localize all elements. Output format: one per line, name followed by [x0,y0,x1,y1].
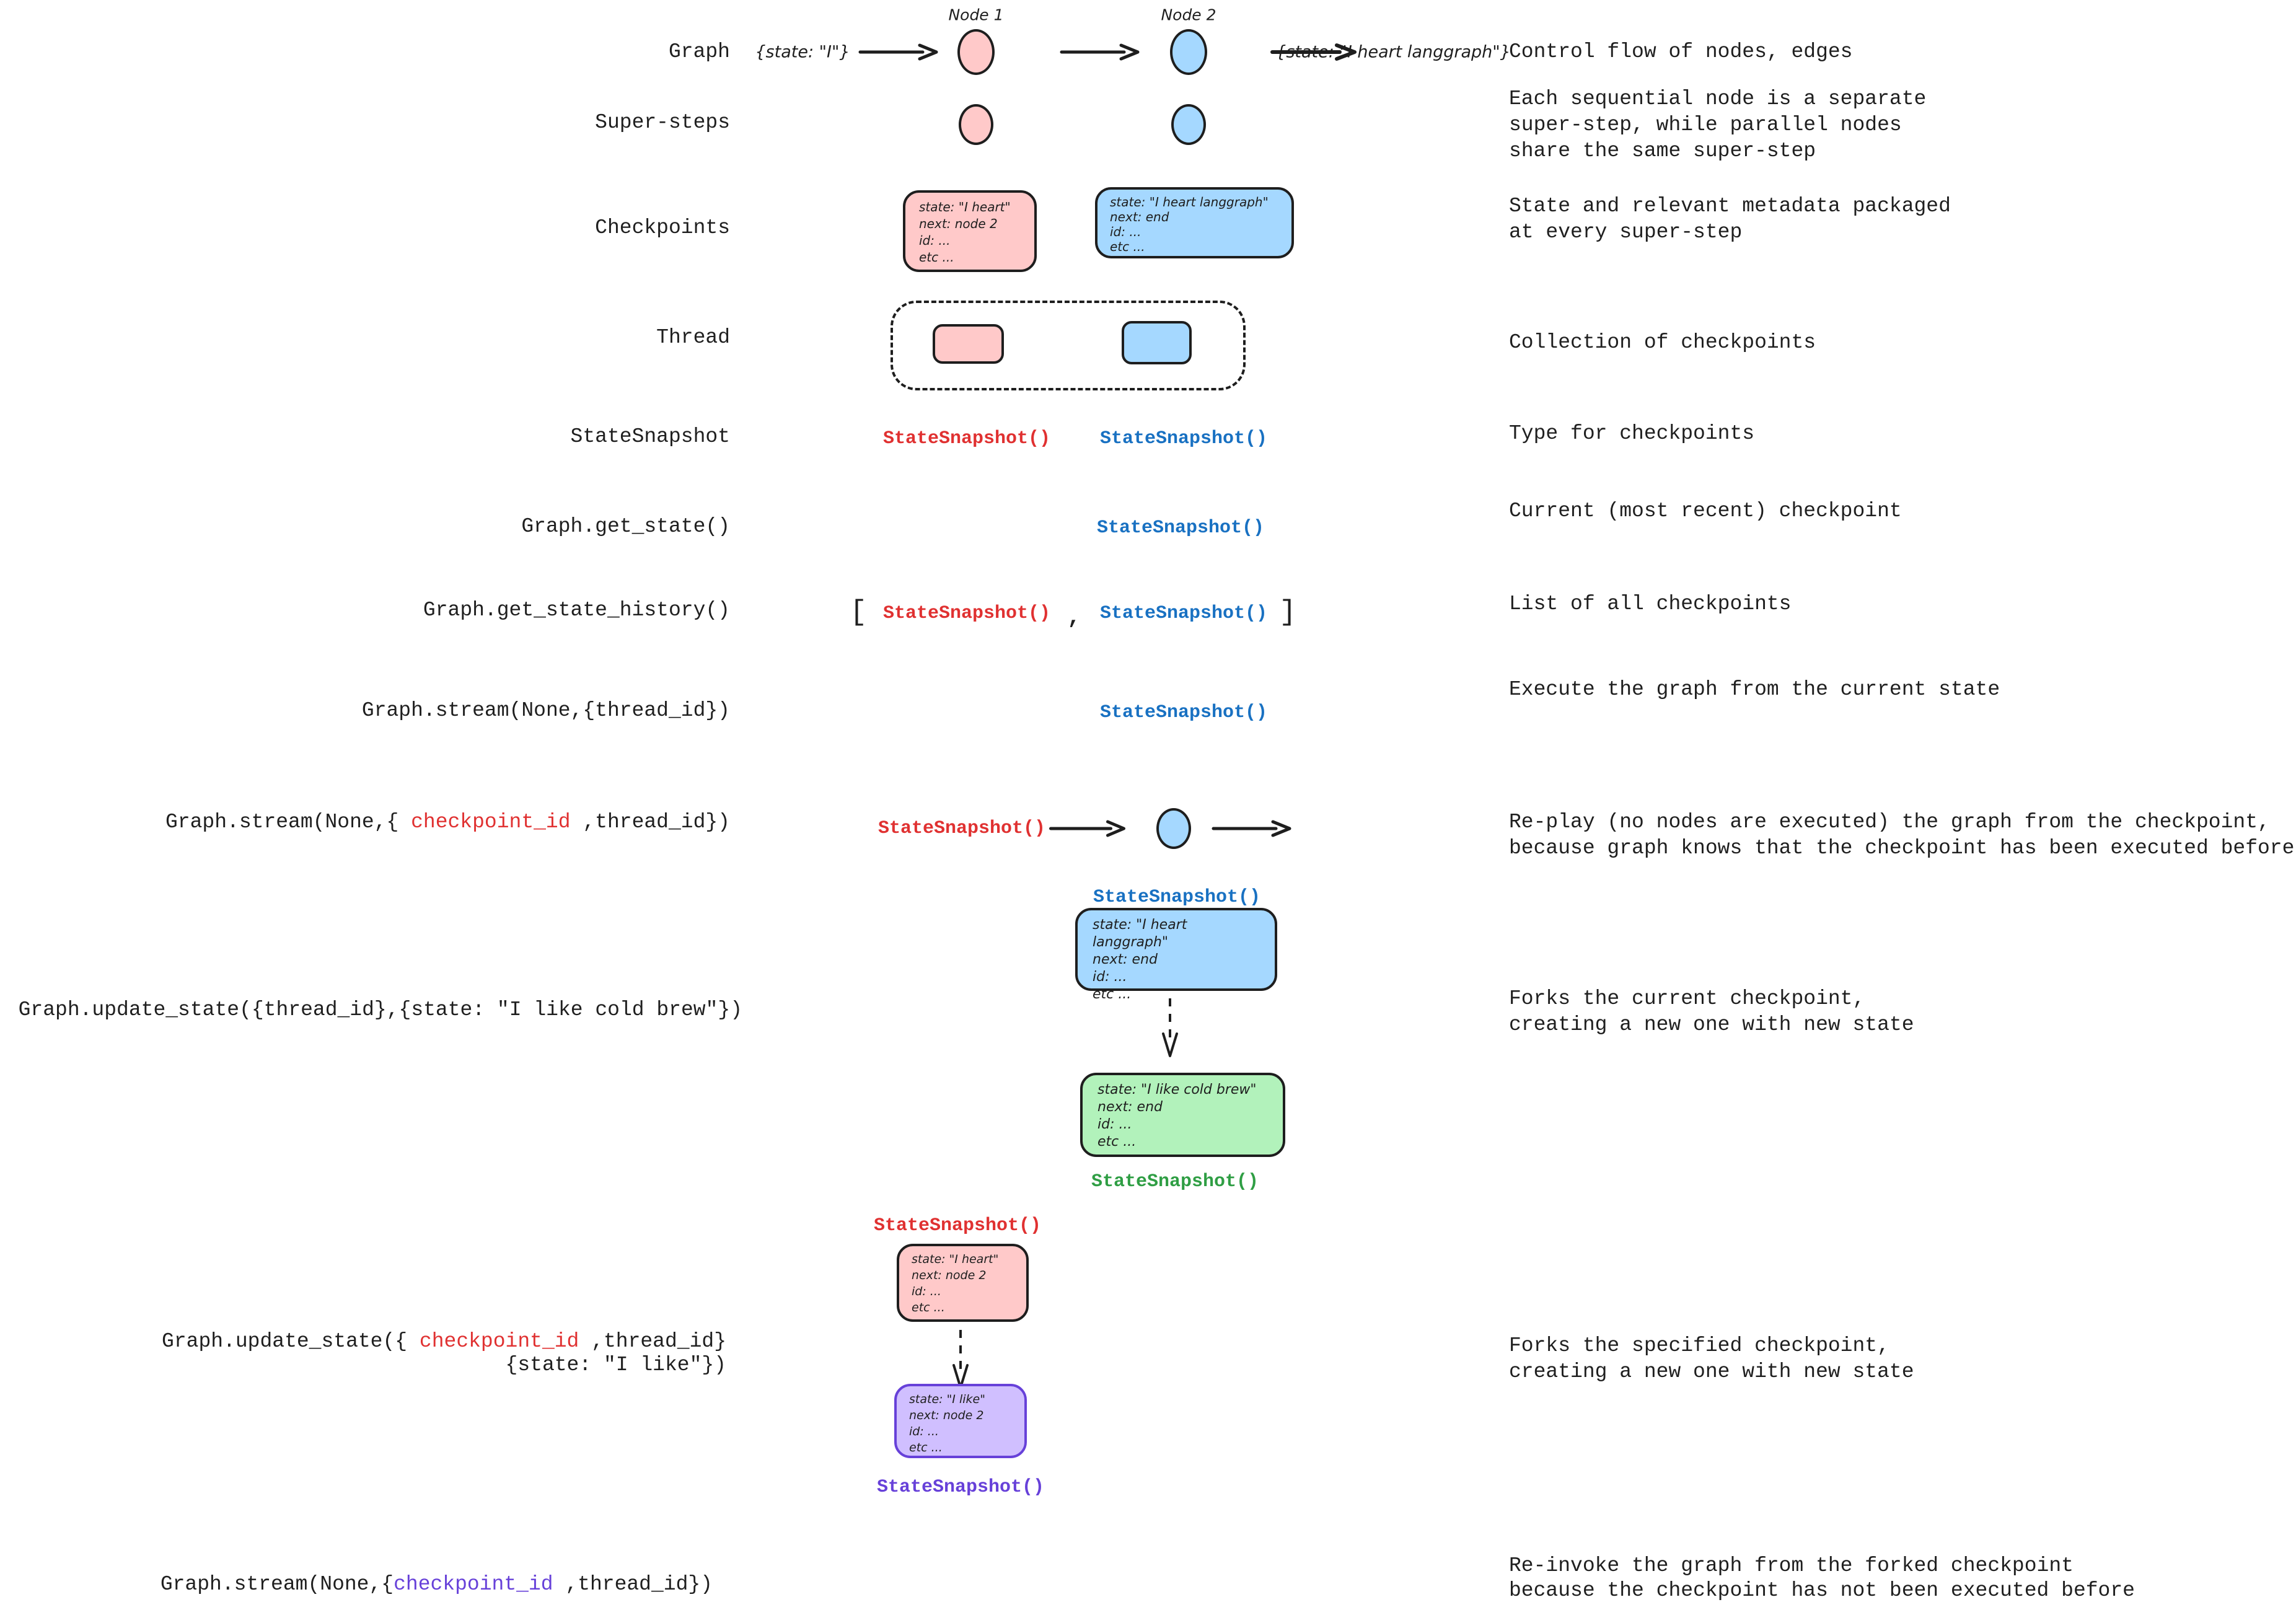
checkpoint-card-blue-text: state: "I heart langgraph" next: end id:… [1110,195,1269,254]
replay-snapshot-red: StateSnapshot() [877,818,1046,839]
graph-row-desc: Control flow of nodes, edges [1509,40,1853,63]
fork-current-desc: Forks the current checkpoint, creating a… [1509,987,1914,1036]
fork-current-label: Graph.update_state({thread_id},{state: "… [18,998,742,1021]
fork-specified-label-line2: {state: "I like"}) [505,1353,726,1376]
graph-row-label: Graph [668,40,730,63]
fork-specified-label-checkpoint-id: checkpoint_id [419,1330,579,1353]
replay-node-circle [1156,808,1191,849]
reinvoke-label-suffix: ,thread_id}) [553,1573,713,1596]
arrow-right-icon [1212,819,1292,838]
fork-specified-snapshot-red: StateSnapshot() [873,1215,1042,1236]
fork-specified-label: Graph.update_state({ checkpoint_id ,thre… [162,1330,726,1377]
fork-specified-label-suffix: ,thread_id} [579,1330,726,1353]
statesnapshot-label: StateSnapshot [570,425,730,448]
get-state-history-desc: List of all checkpoints [1509,592,1792,615]
get-state-snapshot-blue: StateSnapshot() [1096,517,1265,539]
statesnapshot-blue: StateSnapshot() [1099,428,1268,449]
checkpoint-card-pink-text: state: "I heart" next: node 2 id: ... et… [919,200,1011,265]
get-state-history-label: Graph.get_state_history() [423,599,730,622]
arrow-down-dashed-icon [949,1328,972,1390]
checkpoint-card-blue: state: "I heart langgraph" next: end id:… [1095,187,1294,258]
replay-label-suffix: ,thread_id}) [570,811,730,834]
thread-checkpoint-pink [933,324,1004,364]
checkpoint-card-pink: state: "I heart" next: node 2 id: ... et… [903,190,1037,272]
fork-specified-desc: Forks the specified checkpoint, creating… [1509,1334,1914,1383]
fork-specified-card-pink-text: state: "I heart" next: node 2 id: ... et… [912,1252,999,1314]
replay-desc: Re-play (no nodes are executed) the grap… [1509,811,2295,860]
history-snapshot-red: StateSnapshot() [882,603,1051,624]
node1-label: Node 1 [948,6,1004,24]
checkpoints-desc: State and relevant metadata packaged at … [1509,195,1951,244]
reinvoke-desc: Re-invoke the graph from the forked chec… [1509,1554,2135,1602]
thread-dashed-box [891,301,1246,390]
fork-current-card-green-text: state: "I like cold brew" next: end id: … [1097,1082,1257,1150]
stream-label: Graph.stream(None,{thread_id}) [361,699,730,722]
thread-desc: Collection of checkpoints [1509,331,1816,354]
arrow-right-icon [858,42,939,62]
statesnapshot-red: StateSnapshot() [882,428,1051,449]
super-step-node1-circle [959,104,993,145]
history-snapshot-blue: StateSnapshot() [1099,603,1268,624]
replay-label-checkpoint-id: checkpoint_id [411,811,571,834]
node2-label: Node 2 [1161,6,1216,24]
stream-desc: Execute the graph from the current state [1509,678,2000,701]
graph-output-state: {state: "I heart langgraph"} [1275,42,1511,62]
replay-label: Graph.stream(None,{ checkpoint_id ,threa… [165,809,730,835]
checkpoints-label: Checkpoints [595,216,730,239]
bracket-close: ] [1279,596,1296,628]
reinvoke-label-prefix: Graph.stream(None,{ [160,1573,394,1596]
node2-circle [1170,29,1207,75]
fork-current-card-green: state: "I like cold brew" next: end id: … [1080,1073,1285,1157]
history-comma: , [1067,604,1081,630]
fork-specified-label-line1: Graph.update_state({ checkpoint_id ,thre… [162,1330,726,1353]
bracket-open: [ [850,596,867,628]
arrow-right-icon [1060,42,1140,62]
reinvoke-label-checkpoint-id: checkpoint_id [394,1573,553,1596]
fork-specified-card-violet: state: "I like" next: node 2 id: ... etc… [894,1384,1027,1458]
fork-current-snapshot-green: StateSnapshot() [1091,1171,1259,1192]
stream-snapshot-blue: StateSnapshot() [1099,702,1268,723]
fork-current-snapshot-blue: StateSnapshot() [1093,887,1261,908]
statesnapshot-desc: Type for checkpoints [1509,422,1755,445]
fork-current-card-blue-text: state: "I heart langgraph" next: end id:… [1093,917,1187,1002]
super-steps-label: Super-steps [595,111,730,134]
arrow-down-dashed-icon [1159,996,1181,1058]
super-steps-desc: Each sequential node is a separate super… [1509,87,1927,162]
arrow-right-icon [1270,42,1357,62]
fork-specified-card-violet-text: state: "I like" next: node 2 id: ... etc… [909,1392,985,1454]
fork-specified-label-prefix: Graph.update_state({ [162,1330,420,1353]
arrow-right-icon [1049,819,1127,838]
super-step-node2-circle [1171,104,1206,145]
get-state-label: Graph.get_state() [521,515,730,538]
fork-current-card-blue: state: "I heart langgraph" next: end id:… [1075,908,1277,1002]
fork-specified-snapshot-violet: StateSnapshot() [876,1477,1045,1498]
node1-circle [957,29,995,75]
thread-label: Thread [656,326,730,349]
reinvoke-label: Graph.stream(None,{checkpoint_id ,thread… [161,1572,713,1598]
fork-specified-card-pink: state: "I heart" next: node 2 id: ... et… [897,1244,1029,1322]
get-state-desc: Current (most recent) checkpoint [1509,499,1902,522]
thread-checkpoint-blue [1122,321,1192,364]
replay-label-prefix: Graph.stream(None,{ [165,811,411,834]
graph-input-state: {state: "I"} [755,42,850,62]
